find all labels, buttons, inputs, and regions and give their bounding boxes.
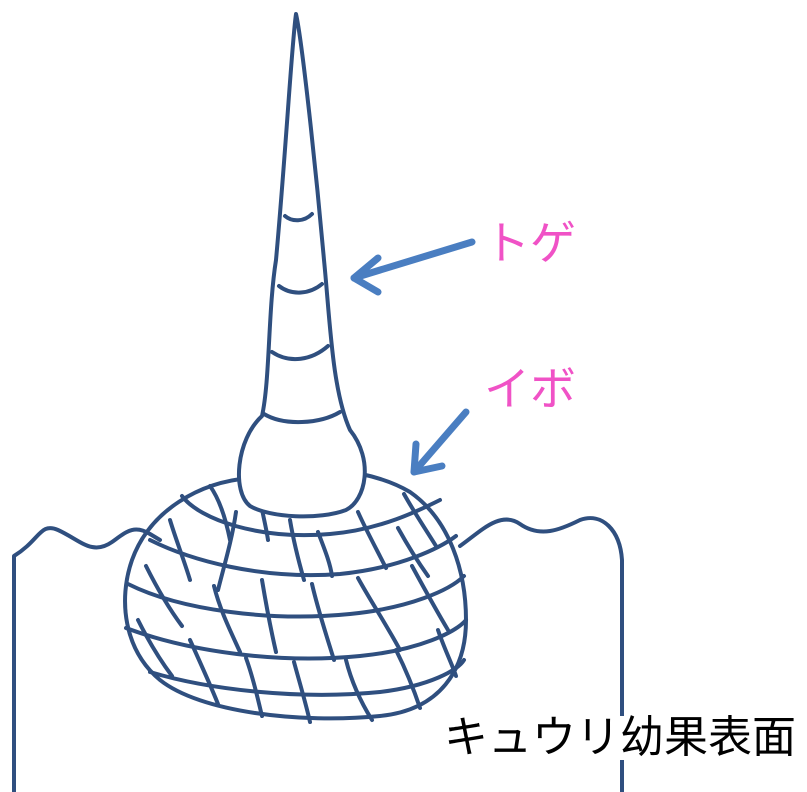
wart-radial-lines (136, 484, 458, 724)
spine-bands (262, 212, 342, 424)
spine-label: トゲ (484, 216, 576, 270)
fruit-surface-outline (12, 516, 624, 792)
spine-outline (237, 12, 367, 519)
spine-arrow (350, 238, 476, 296)
surface-label: キュウリ幼果表面 (444, 716, 800, 760)
wart-arrow (410, 408, 470, 476)
wart-label: イボ (484, 362, 576, 416)
